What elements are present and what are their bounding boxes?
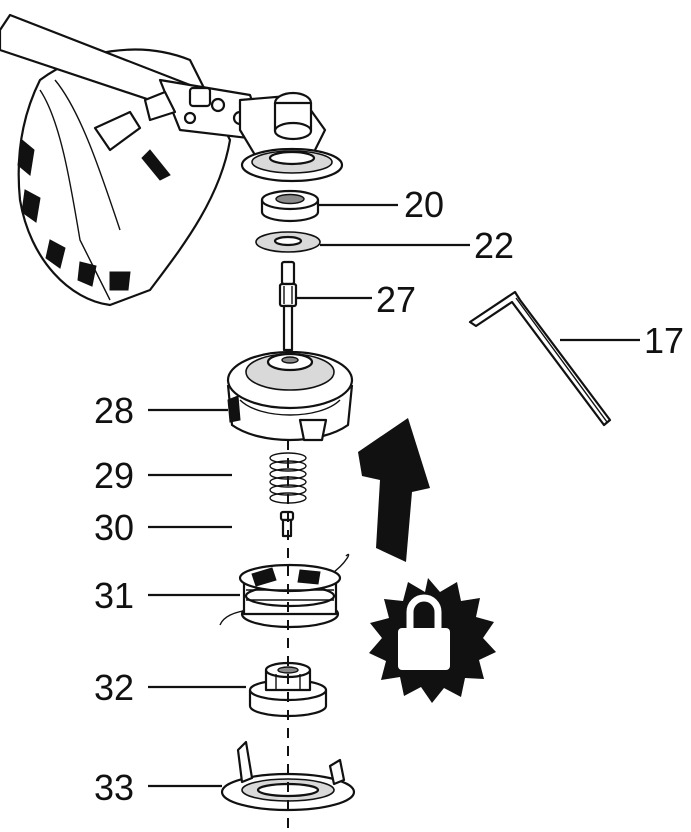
lock-icon xyxy=(369,578,496,703)
trimmer-head-assembly xyxy=(0,13,344,307)
label-28: 28 xyxy=(94,390,134,431)
label-32: 32 xyxy=(94,667,134,708)
label-31: 31 xyxy=(94,575,134,616)
part-28-housing xyxy=(226,350,354,442)
hex-key-icon xyxy=(468,290,612,427)
part-20-bushing xyxy=(260,189,320,223)
label-30: 30 xyxy=(94,507,134,548)
part-22-washer xyxy=(255,231,321,253)
label-29: 29 xyxy=(94,455,134,496)
part-32-knob xyxy=(248,661,328,718)
part-17-hex-key xyxy=(468,290,612,427)
label-17: 17 xyxy=(644,320,684,361)
label-20: 20 xyxy=(404,184,444,225)
label-27: 27 xyxy=(376,279,416,320)
label-22: 22 xyxy=(474,225,514,266)
part-31-spool xyxy=(219,553,350,629)
up-arrow-icon xyxy=(358,418,430,562)
part-27-bolt xyxy=(278,260,298,352)
label-33: 33 xyxy=(94,767,134,808)
